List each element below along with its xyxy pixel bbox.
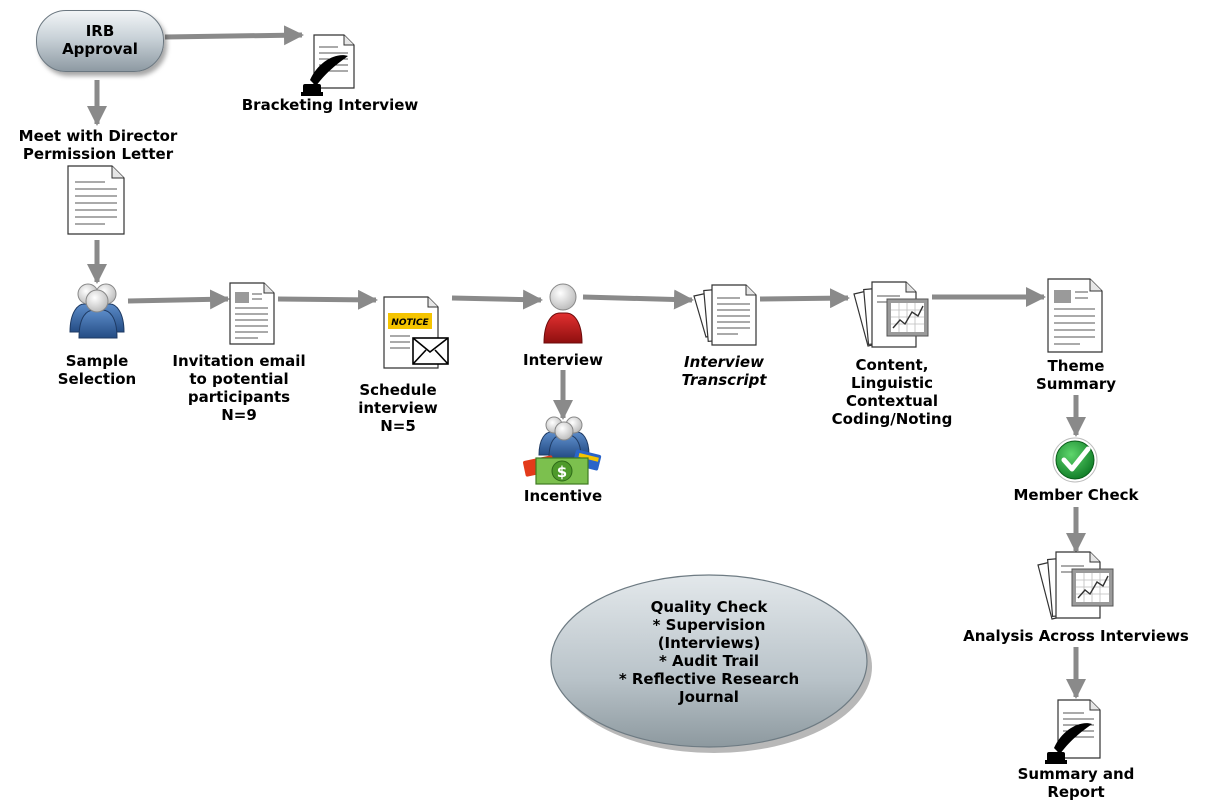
group-people-icon: [69, 283, 125, 339]
director-label: Meet with Director Permission Letter: [18, 127, 178, 163]
document-icon: [67, 165, 125, 235]
arrow-transcript-to-coding: [759, 288, 850, 309]
incentive-icon: $: [523, 416, 602, 485]
invitation-label: Invitation email to potential participan…: [172, 352, 306, 424]
sample-label: Sample Selection: [57, 352, 137, 388]
flow-arrows: [87, 25, 1086, 699]
newsletter-document-icon: [229, 282, 275, 345]
arrow-invitation-to-schedule: [277, 289, 378, 310]
notice-badge: NOTICE: [391, 318, 429, 328]
schedule-label: Schedule interview N=5: [358, 381, 438, 435]
theme-label: Theme Summary: [1035, 357, 1117, 393]
interview-label: Interview: [523, 351, 603, 369]
irb-approval-node: IRB Approval: [36, 10, 164, 72]
analysis-chart-documents-icon: [1037, 551, 1114, 620]
coding-label: Content, Linguistic Contextual Coding/No…: [831, 356, 953, 428]
report-label: Summary and Report: [1017, 765, 1135, 801]
arrow-sample-to-invitation: [127, 289, 230, 310]
member-check-label: Member Check: [1013, 486, 1139, 504]
quality-check-text: Quality Check * Supervision (Interviews)…: [618, 598, 800, 706]
arrow-interview-to-transcript: [582, 289, 694, 310]
quill-document-icon: [301, 34, 355, 96]
transcript-documents-icon: [693, 284, 757, 346]
notice-envelope-icon: NOTICE: [383, 296, 449, 369]
bracketing-label: Bracketing Interview: [241, 96, 419, 114]
checkmark-icon: [1052, 437, 1098, 483]
theme-document-icon: [1047, 278, 1103, 353]
irb-label-line2: Approval: [62, 40, 138, 58]
arrow-schedule-to-interview: [451, 289, 543, 310]
report-quill-document-icon: [1045, 699, 1101, 764]
irb-label-line1: IRB: [85, 22, 115, 40]
coding-chart-documents-icon: [853, 281, 929, 348]
svg-text:$: $: [557, 463, 567, 481]
transcript-label: Interview Transcript: [681, 353, 767, 389]
analysis-label: Analysis Across Interviews: [963, 627, 1189, 645]
arrow-irb-to-bracketing: [164, 25, 304, 46]
incentive-label: Incentive: [523, 487, 603, 505]
interviewee-person-icon: [543, 283, 583, 344]
